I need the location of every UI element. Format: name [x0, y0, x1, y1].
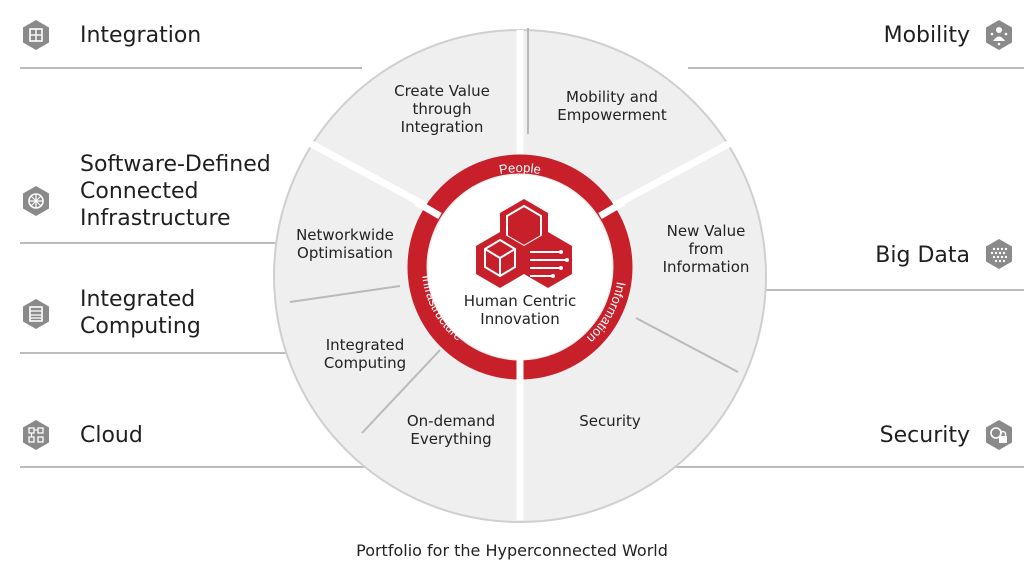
mobile-user-icon [986, 20, 1012, 50]
center-label: Human Centric Innovation [463, 292, 577, 328]
ring-gap [414, 198, 442, 220]
side-item-software-defined-connected-infrastructure: Software-Defined Connected Infrastructur… [80, 152, 271, 231]
segment-new-value-information: New Value from Information [662, 222, 750, 276]
side-item-cloud: Cloud [80, 423, 143, 448]
wheel-divider [302, 136, 436, 214]
segment-integrated-computing: Integrated Computing [323, 336, 407, 372]
segment-divider [361, 349, 441, 434]
ring-label-people: People [498, 160, 542, 177]
puzzle-icon [23, 20, 49, 50]
segment-create-value: Create Value through Integration [394, 82, 490, 136]
cloud-nodes-icon [23, 420, 49, 450]
diagram-caption: Portfolio for the Hyperconnected World [356, 541, 668, 560]
side-item-big-data: Big Data [875, 243, 970, 268]
side-item-security: Security [879, 423, 970, 448]
server-rack-icon [23, 299, 49, 329]
side-item-mobility: Mobility [883, 23, 970, 48]
ring-gap [598, 198, 626, 220]
segment-divider [289, 285, 401, 303]
segment-mobility-empowerment: Mobility and Empowerment [557, 88, 667, 124]
segment-divider [635, 317, 739, 373]
wheel-divider [604, 136, 738, 214]
network-globe-icon [23, 186, 49, 216]
side-item-integrated-computing: Integrated Computing [80, 287, 201, 339]
segment-security: Security [579, 412, 641, 430]
data-grid-icon [986, 239, 1012, 269]
hexagon-cube-circuit-icon [476, 199, 572, 288]
lock-icon [986, 420, 1012, 450]
segment-on-demand-everything: On-demand Everything [406, 412, 496, 448]
side-item-integration: Integration [80, 23, 202, 48]
segment-networkwide-optimisation: Networkwide Optimisation [296, 226, 394, 262]
